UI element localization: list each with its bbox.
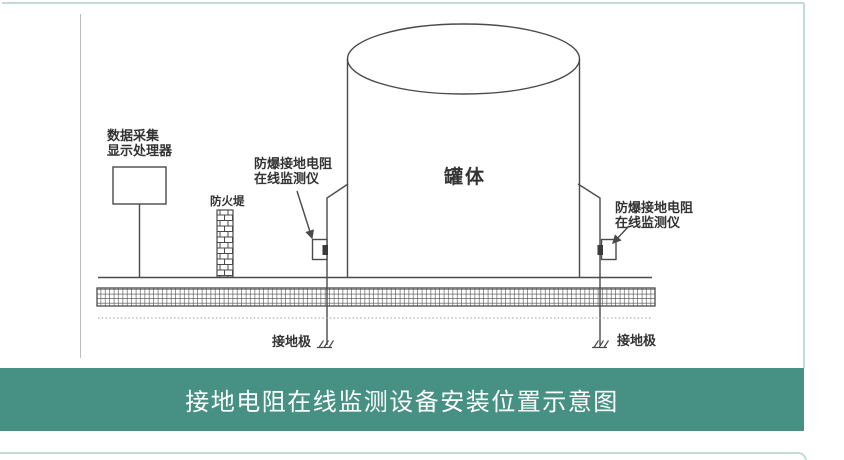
grounding-conduit-right xyxy=(577,183,601,345)
panel-right-border xyxy=(803,3,805,368)
data-processor-label-line2: 显示处理器 xyxy=(107,143,173,158)
grounding-conduit-left xyxy=(326,183,349,345)
figure-caption-band: 接地电阻在线监测设备安装位置示意图 xyxy=(0,368,804,431)
tank-label: 罐体 xyxy=(444,167,487,188)
monitor-left-label-line2: 在线监测仪 xyxy=(254,171,320,186)
grounding-electrode-label-right: 接地极 xyxy=(617,333,657,348)
pointer-arrow-left xyxy=(296,190,314,240)
monitor-right-label-line1: 防爆接地电阻 xyxy=(615,200,694,215)
monitor-right-label-line2: 在线监测仪 xyxy=(615,215,681,230)
data-processor-label-line1: 数据采集 xyxy=(107,128,160,143)
panel-top-border xyxy=(2,2,804,4)
pointer-arrow-right xyxy=(612,225,630,244)
next-card-top-border xyxy=(0,452,807,460)
monitor-right-label: 防爆接地电阻 在线监测仪 xyxy=(615,200,693,230)
grounding-symbol-left xyxy=(317,340,335,349)
fire-dike-label: 防火堤 xyxy=(210,196,245,208)
processor-box xyxy=(112,166,167,205)
monitor-left-label-line1: 防爆接地电阻 xyxy=(254,156,333,171)
figure-caption: 接地电阻在线监测设备安装位置示意图 xyxy=(185,389,619,416)
grounding-electrode-label-left: 接地极 xyxy=(272,334,312,349)
data-processor-label: 数据采集 显示处理器 xyxy=(107,128,172,158)
earth-strip xyxy=(96,287,656,307)
monitor-left-label: 防爆接地电阻 在线监测仪 xyxy=(254,156,332,186)
fire-dike-wall xyxy=(216,209,234,278)
grounding-symbol-right xyxy=(592,340,610,349)
tank-top-ellipse xyxy=(346,23,581,95)
monitor-device-right-connector xyxy=(597,245,603,255)
figure-left-rule xyxy=(80,14,81,358)
monitor-device-left-connector xyxy=(322,245,328,255)
